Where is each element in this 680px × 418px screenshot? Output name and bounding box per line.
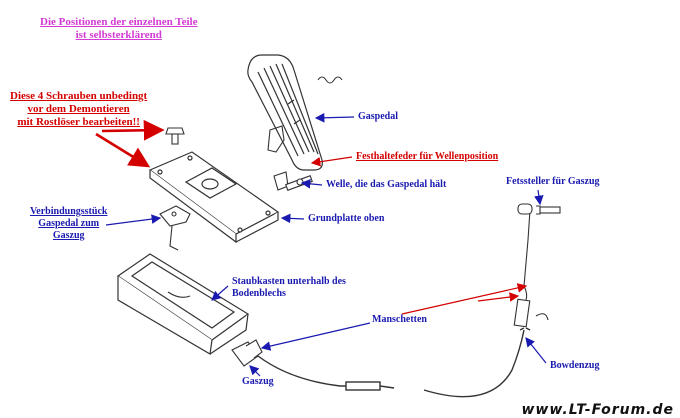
base-plate-part xyxy=(148,151,280,244)
label-staubkasten: Staubkasten unterhalb des Bodenblechs xyxy=(232,276,346,299)
label-gaszug: Gaszug xyxy=(242,376,274,387)
shaft-part xyxy=(285,175,313,191)
label-festhaltefeder: Festhaltefeder für Wellenposition xyxy=(356,151,499,162)
watermark: www.LT-Forum.de xyxy=(521,402,674,418)
spring-part xyxy=(317,76,343,84)
blue-pointer-lines xyxy=(105,112,547,377)
red-arrows xyxy=(95,119,165,168)
diagram-title: Die Positionen der einzelnen Teile ist s… xyxy=(40,16,198,41)
label-verbindungsstueck: Verbindungsstück Gaspedal zum Gaszug xyxy=(30,206,108,241)
connector-part xyxy=(159,205,191,251)
label-manschetten: Manschetten xyxy=(372,314,427,325)
screw-part xyxy=(165,127,185,145)
gas-pedal-part xyxy=(247,54,323,171)
dust-box-part xyxy=(116,253,250,355)
label-fetssteller: Fetssteller für Gaszug xyxy=(506,176,600,187)
label-welle: Welle, die das Gaspedal hält xyxy=(326,179,447,190)
red-pointer-lines xyxy=(310,156,528,315)
label-gaspedal: Gaspedal xyxy=(358,111,399,122)
pedal-bracket-part xyxy=(267,125,289,191)
bowden-sleeve-part xyxy=(513,203,561,328)
cable-boot-part xyxy=(231,339,263,367)
cable-line xyxy=(257,327,531,398)
label-grundplatte: Grundplatte oben xyxy=(308,213,385,224)
label-bowdenzug: Bowdenzug xyxy=(550,360,600,371)
warning-note: Diese 4 Schrauben unbedingt vor dem Demo… xyxy=(10,90,148,128)
